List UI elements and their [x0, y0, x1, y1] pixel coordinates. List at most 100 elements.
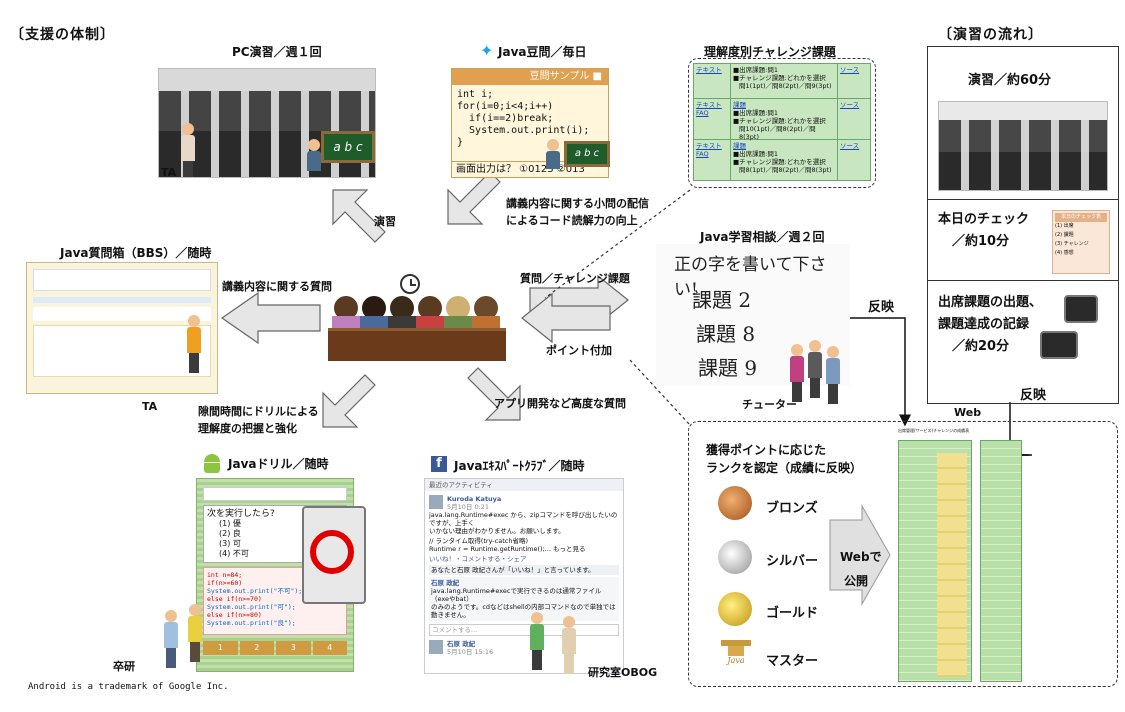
obog-figure — [562, 616, 576, 674]
student-figure — [164, 610, 178, 668]
flow-step3-time: ／約20分 — [952, 339, 1010, 354]
android-phone — [302, 506, 366, 604]
rank-text-1: 獲得ポイントに応じた — [706, 443, 827, 457]
answer-button[interactable]: 4 — [312, 641, 347, 655]
flow-lab-photo — [938, 101, 1108, 191]
clock-icon — [400, 274, 420, 294]
rank-bronze: ブロンズ — [766, 501, 818, 516]
drill-answer-buttons: 1 2 3 4 — [203, 641, 347, 655]
challenge-title: 理解度別チャレンジ課題 — [704, 45, 836, 59]
challenge-text-link[interactable]: テキスト — [696, 66, 722, 74]
challenge-source-link[interactable]: ソース — [840, 101, 860, 109]
challenge-table: テキスト ■出席課題:問1■チャレンジ課題:どれかを選択問1(1pt)／問8(2… — [693, 63, 871, 181]
question-challenge-label: 質問／チャレンジ課題 — [520, 272, 630, 285]
arrow-publish — [829, 504, 891, 606]
distribution-label-2: によるコード読解力の向上 — [506, 214, 638, 227]
consult-reflect-label: 反映 — [868, 300, 895, 315]
arrow-exercise — [332, 189, 386, 243]
publish-label-1: Webで — [840, 550, 882, 564]
students-group — [328, 296, 506, 362]
tutor-figure — [790, 344, 804, 402]
arrow-points — [521, 292, 611, 344]
java-mame-title: Java豆問／毎日 — [498, 45, 587, 59]
obog-figure — [530, 612, 544, 670]
flow-step3-label2: 課題達成の記録 — [938, 317, 1030, 332]
challenge-text-link[interactable]: テキスト — [696, 142, 722, 150]
check-sheet: 本日のチェック表 (1) 出席 (2) 課題 (3) チャレンジ (4) 感想 — [1052, 210, 1110, 274]
comment-author[interactable]: 石原 政紀 — [431, 579, 460, 587]
mame-blackboard: a b c — [564, 141, 610, 167]
spare-time-label-1: 隙間時間にドリルによる — [198, 405, 319, 418]
challenge-frame: テキスト ■出席課題:問1■チャレンジ課題:どれかを選択問1(1pt)／問8(2… — [688, 58, 876, 188]
support-heading: 〔支援の体制〕 — [10, 27, 115, 43]
advanced-question-label: アプリ開発など高度な質問 — [494, 397, 626, 410]
challenge-faq-link[interactable]: FAQ — [696, 150, 709, 158]
flow-step1-label: 演習／約60分 — [968, 73, 1052, 88]
arrow-lecture-question — [220, 291, 321, 345]
flow-heading: 〔演習の流れ〕 — [938, 27, 1043, 43]
comment-input[interactable]: コメントする... — [429, 624, 619, 636]
teacher-figure — [307, 139, 321, 171]
publish-label-2: 公開 — [844, 574, 869, 588]
flow-step3-label: 出席課題の出題、 — [938, 295, 1043, 310]
java-mame-card: 豆問サンプル ■ int i; for(i=0;i<4;i++) if(i==2… — [451, 68, 610, 178]
consult-title: Java学習相談／週２回 — [700, 230, 825, 244]
bbs-ta-label: TA — [142, 400, 158, 413]
answer-button[interactable]: 3 — [276, 641, 311, 655]
bbs-screenshot — [26, 262, 218, 394]
challenge-faq-link[interactable]: FAQ — [696, 109, 709, 117]
drill-title: Javaドリル／随時 — [228, 457, 329, 471]
whiteboard-line: 正の字を書いて下さい! — [674, 255, 827, 300]
answer-button[interactable]: 2 — [239, 641, 274, 655]
challenge-source-link[interactable]: ソース — [840, 66, 860, 74]
lecture-question-label: 講義内容に関する質問 — [222, 280, 332, 293]
whiteboard-line: 課題 8 — [696, 322, 756, 346]
silver-medal-icon — [718, 540, 752, 574]
bbs-ta-figure — [187, 315, 201, 373]
arrow-distribution — [447, 171, 501, 225]
obog-label: 研究室OBOG — [588, 666, 658, 679]
ranking-table — [898, 440, 972, 682]
blackboard: a b c — [321, 131, 375, 163]
gold-medal-icon — [718, 592, 752, 626]
tutor-figure — [808, 340, 822, 398]
flow-step-record: 出席課題の出題、 課題達成の記録 ／約20分 — [928, 281, 1118, 403]
correct-circle-icon — [310, 530, 354, 574]
post-author[interactable]: Kuroda Katuya — [447, 495, 502, 503]
facebook-icon: f — [431, 456, 447, 472]
arrow-drill — [322, 374, 376, 428]
student-figure — [188, 604, 202, 662]
flow-panel: 演習／約60分 本日のチェック ／約10分 本日のチェック表 (1) 出席 (2… — [927, 46, 1119, 404]
master-badge-icon: Java — [718, 640, 754, 674]
ranking-table-header: 出席管理(サービス)チャレンジの成績表 — [898, 428, 970, 433]
pc-lab-ta-label: TA — [161, 166, 177, 179]
answer-button[interactable]: 1 — [203, 641, 238, 655]
android-icon — [204, 454, 222, 473]
flow-reflect-label: 反映 — [1020, 388, 1047, 403]
mame-question: 画面出力は？ ①0123 ②013 — [452, 161, 608, 177]
trademark-note: Android is a trademark of Google Inc. — [28, 682, 229, 692]
bronze-medal-icon — [718, 486, 752, 520]
post-actions[interactable]: いいね！・コメントする・シェア — [429, 555, 527, 563]
challenge-text-link[interactable]: テキスト — [696, 101, 722, 109]
whiteboard-line: 課題 2 — [692, 288, 752, 312]
ta-figure — [181, 123, 195, 177]
flow-step2-time: ／約10分 — [952, 234, 1010, 249]
mame-teacher-figure — [546, 139, 560, 169]
pc-lab-photo: a b c — [158, 68, 376, 178]
tutor-figure — [826, 346, 840, 404]
web-frame — [688, 421, 1118, 687]
challenge-row: テキスト ■出席課題:問1■チャレンジ課題:どれかを選択問1(1pt)／問8(2… — [694, 64, 870, 99]
drill-person-label: 卒研 — [113, 660, 135, 673]
flow-step2-label: 本日のチェック — [938, 212, 1030, 227]
recorder-device-icon — [1040, 331, 1078, 359]
rank-gold: ゴールド — [766, 606, 819, 621]
bbs-title: Java質問箱（BBS）／随時 — [60, 246, 212, 260]
challenge-source-link[interactable]: ソース — [840, 142, 860, 150]
post-author[interactable]: 石原 政紀 — [447, 640, 476, 648]
ranking-table-2 — [980, 440, 1022, 682]
expert-title: Javaｴｷｽﾊﾟｰﾄｸﾗﾌﾞ／随時 — [454, 459, 585, 473]
challenge-row: テキスト FAQ 課題■出席課題:問1■チャレンジ課題:どれかを選択問8(1pt… — [694, 140, 870, 180]
pc-lab-title: PC演習／週１回 — [232, 45, 322, 59]
